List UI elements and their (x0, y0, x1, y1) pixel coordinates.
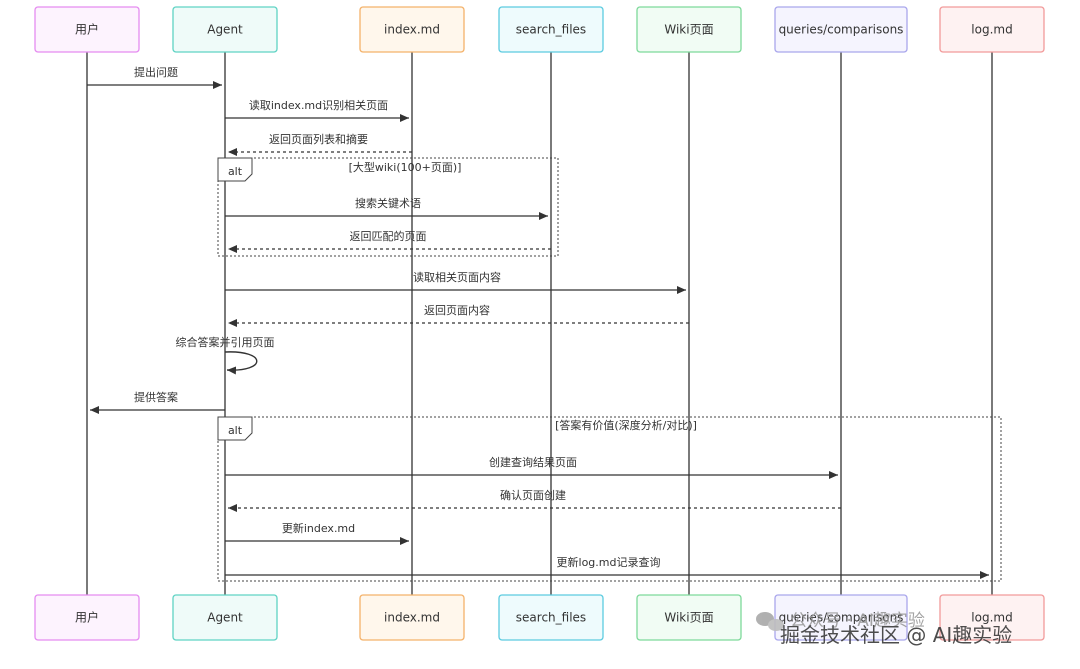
participant-label: Wiki页面 (664, 611, 713, 625)
participant-agent-top: Agent (172, 6, 278, 53)
participant-box (939, 6, 1045, 53)
participant-box (359, 6, 465, 53)
self-message-arrow (224, 351, 258, 375)
message-label: 返回页面内容 (424, 303, 490, 317)
participant-box (172, 6, 278, 53)
message-label: 读取index.md识别相关页面 (249, 98, 388, 112)
participant-box (774, 6, 908, 53)
message-label: 读取相关页面内容 (413, 270, 501, 284)
participant-box (172, 594, 278, 641)
participant-box (34, 6, 140, 53)
message-label: 确认页面创建 (500, 488, 566, 502)
participant-box (939, 594, 1045, 641)
participant-user-top: 用户 (34, 6, 140, 53)
alt-fragment-large-wiki: alt [大型wiki(100+页面)] (217, 157, 559, 257)
participant-box (498, 6, 604, 53)
message-label: 更新index.md (282, 521, 355, 535)
participant-user-bottom: 用户 (34, 594, 140, 641)
participant-label: Agent (207, 611, 243, 625)
participant-label: queries/comparisons (779, 611, 904, 625)
participant-label: Wiki页面 (664, 23, 713, 37)
message: 综合答案并引用页面 (176, 335, 275, 375)
participant-label: 用户 (75, 610, 99, 625)
message-label: 提供答案 (134, 390, 178, 404)
watermark: 公众号 · AI趣实验 掘金技术社区 @ AI趣实验 (756, 611, 1012, 647)
participant-search-bottom: search_files (498, 594, 604, 641)
participant-label: log.md (971, 23, 1012, 37)
participant-search-top: search_files (498, 6, 604, 53)
participant-label: search_files (516, 23, 586, 37)
wechat-icon (756, 612, 784, 631)
participant-agent-bottom: Agent (172, 594, 278, 641)
participant-box (636, 594, 742, 641)
message-label: 提出问题 (134, 65, 178, 79)
participant-box (498, 594, 604, 641)
message-label: 更新log.md记录查询 (557, 555, 661, 569)
message: 读取相关页面内容 (225, 270, 686, 294)
watermark-line1: 公众号 · AI趣实验 (790, 611, 925, 631)
participant-box (34, 594, 140, 641)
participant-box (359, 594, 465, 641)
alt-condition: [答案有价值(深度分析/对比)] (555, 418, 697, 432)
message-label: 综合答案并引用页面 (176, 335, 275, 349)
message-label: 创建查询结果页面 (489, 455, 577, 469)
message: 确认页面创建 (228, 488, 841, 512)
message: 返回匹配的页面 (228, 229, 551, 253)
participant-label: index.md (384, 23, 440, 37)
participant-label: Agent (207, 23, 243, 37)
message: 读取index.md识别相关页面 (225, 98, 409, 122)
participant-label: search_files (516, 611, 586, 625)
participant-queries-top: queries/comparisons (774, 6, 908, 53)
participant-label: index.md (384, 611, 440, 625)
alt-fragment-valuable-answer: alt [答案有价值(深度分析/对比)] (217, 416, 1002, 582)
message: 提出问题 (87, 65, 222, 89)
message-label: 返回匹配的页面 (350, 229, 427, 243)
participant-index-top: index.md (359, 6, 465, 53)
participant-label: 用户 (75, 22, 99, 37)
alt-label: alt (228, 424, 243, 437)
message: 更新log.md记录查询 (225, 555, 989, 579)
message-label: 返回页面列表和摘要 (269, 132, 368, 146)
participant-box (774, 594, 908, 641)
participant-label: log.md (971, 611, 1012, 625)
message: 提供答案 (90, 390, 225, 414)
message: 创建查询结果页面 (225, 455, 838, 479)
watermark-line2: 掘金技术社区 @ AI趣实验 (780, 623, 1012, 647)
message: 更新index.md (225, 521, 409, 545)
participant-index-bottom: index.md (359, 594, 465, 641)
participant-wiki-bottom: Wiki页面 (636, 594, 742, 641)
message: 搜索关键术语 (225, 196, 548, 220)
alt-label: alt (228, 165, 243, 178)
participant-queries-bottom: queries/comparisons (774, 594, 908, 641)
participant-box (636, 6, 742, 53)
message-label: 搜索关键术语 (355, 196, 421, 210)
participant-log-top: log.md (939, 6, 1045, 53)
participant-wiki-top: Wiki页面 (636, 6, 742, 53)
message: 返回页面列表和摘要 (228, 132, 412, 156)
participant-label: queries/comparisons (779, 23, 904, 37)
participant-log-bottom: log.md (939, 594, 1045, 641)
alt-condition: [大型wiki(100+页面)] (349, 160, 462, 174)
message: 返回页面内容 (228, 303, 689, 327)
